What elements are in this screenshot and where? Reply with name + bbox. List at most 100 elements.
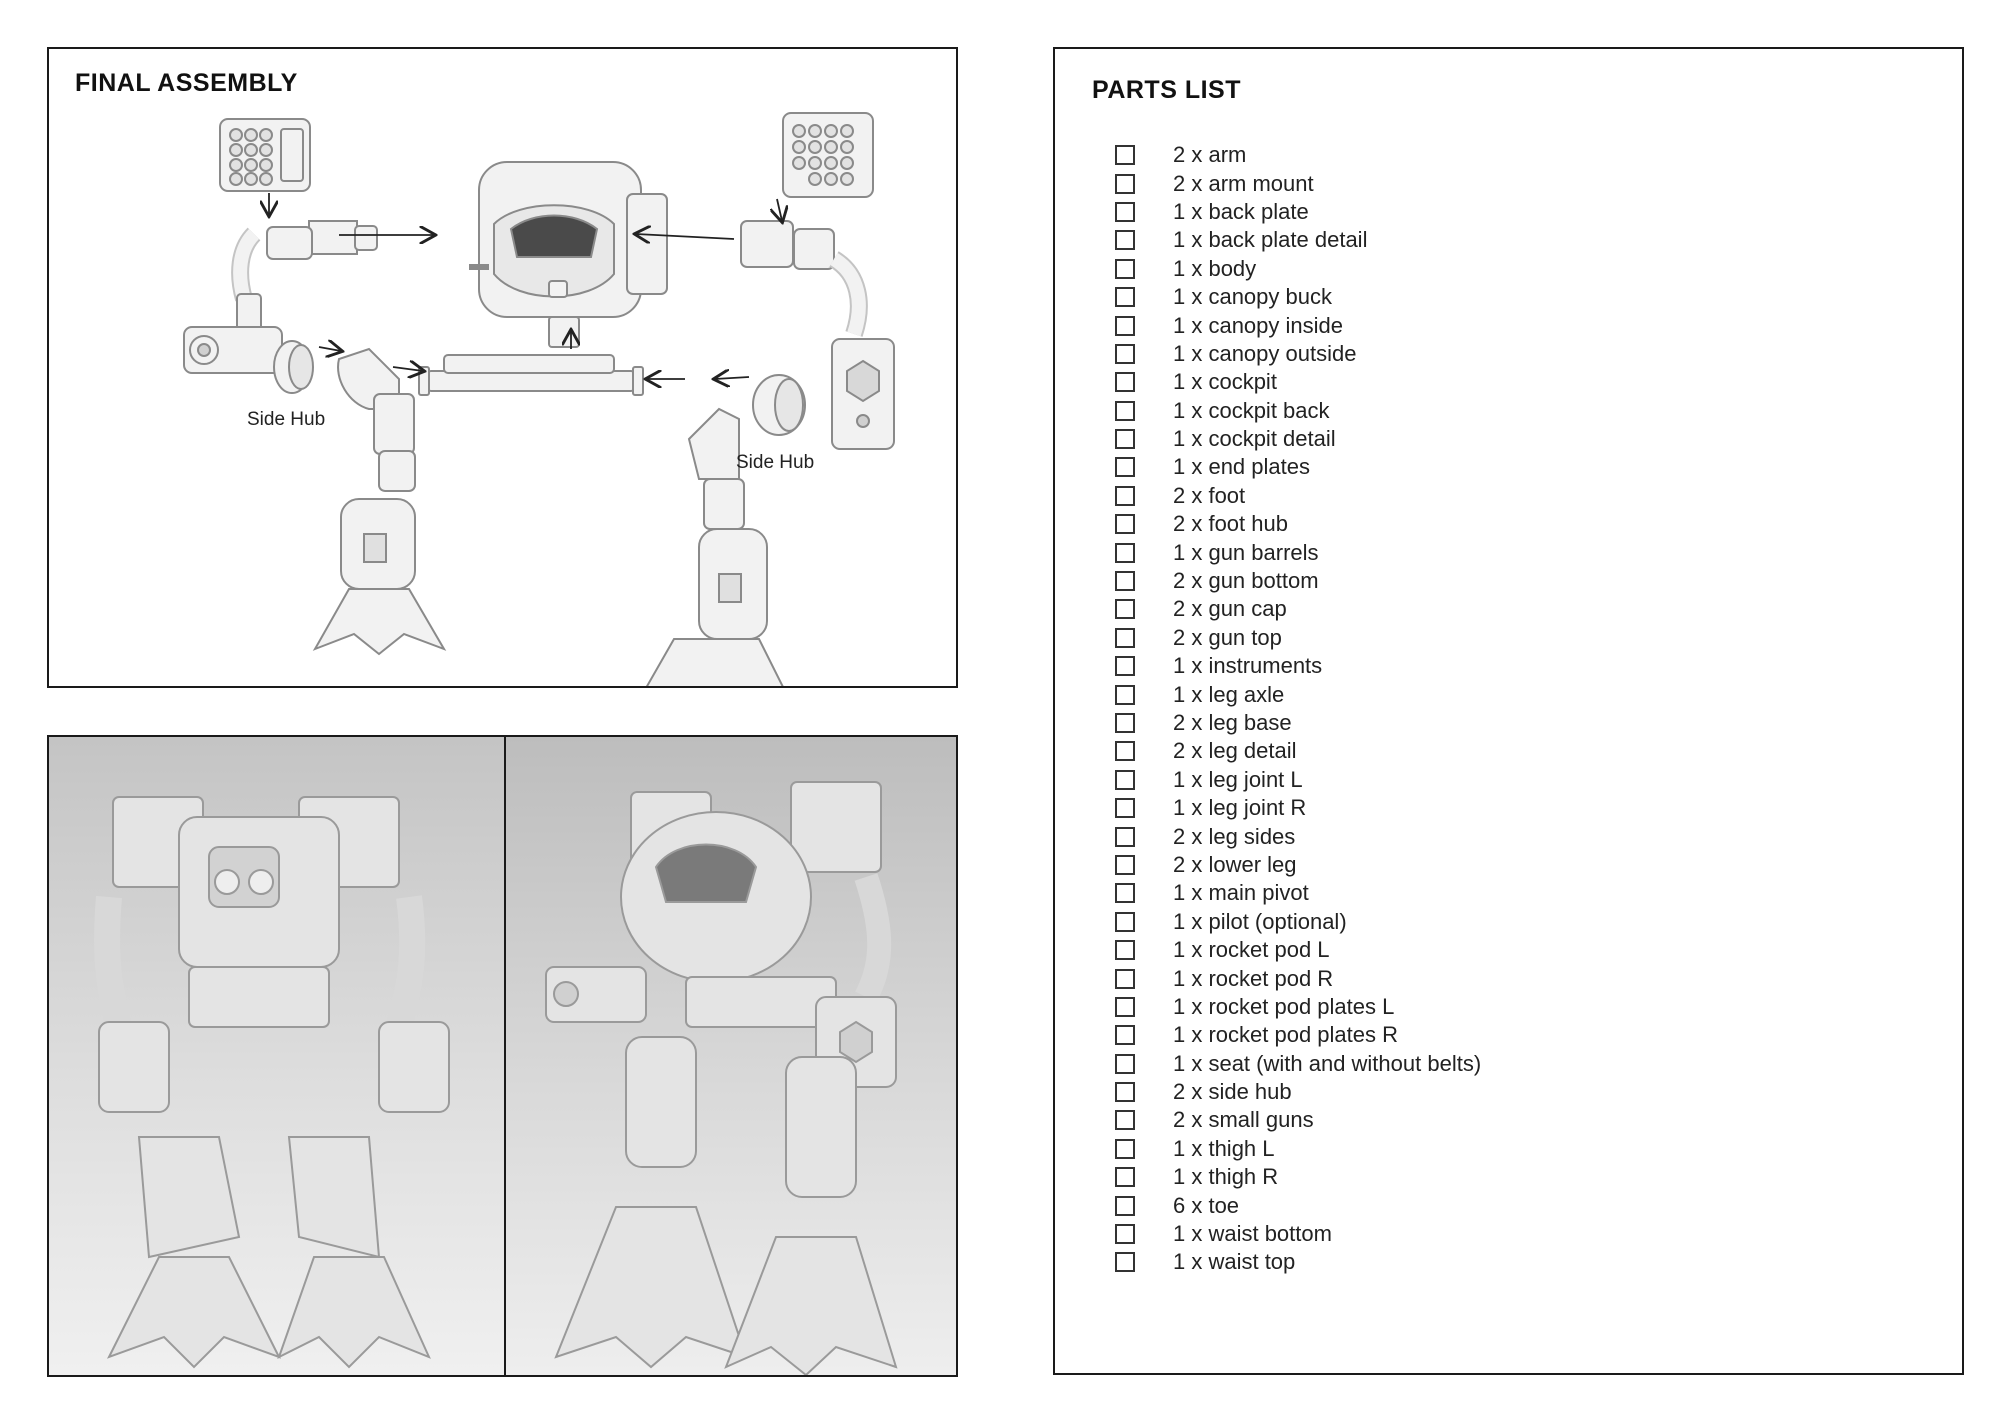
- list-item: 2 x small guns: [1115, 1106, 1481, 1134]
- list-item: 1 x end plates: [1115, 453, 1481, 481]
- part-checkbox[interactable]: [1115, 1195, 1135, 1216]
- part-checkbox[interactable]: [1115, 883, 1135, 904]
- list-item: 2 x foot hub: [1115, 510, 1481, 538]
- part-checkbox[interactable]: [1115, 287, 1135, 308]
- list-item: 2 x side hub: [1115, 1078, 1481, 1106]
- list-item: 1 x body: [1115, 255, 1481, 283]
- part-checkbox[interactable]: [1115, 741, 1135, 762]
- part-checkbox[interactable]: [1115, 542, 1135, 563]
- part-checkbox[interactable]: [1115, 1053, 1135, 1074]
- leg-left-part: [312, 347, 447, 656]
- part-label: 1 x leg axle: [1173, 681, 1285, 707]
- rocket-pod-right-part: [782, 112, 874, 198]
- part-label: 2 x leg sides: [1173, 823, 1296, 849]
- part-checkbox[interactable]: [1115, 514, 1135, 535]
- part-label: 1 x back plate detail: [1173, 227, 1368, 253]
- part-label: 1 x body: [1173, 255, 1257, 281]
- part-checkbox[interactable]: [1115, 1025, 1135, 1046]
- part-label: 1 x seat (with and without belts): [1173, 1050, 1482, 1076]
- part-label: 1 x rocket pod L: [1173, 937, 1330, 963]
- part-checkbox[interactable]: [1115, 315, 1135, 336]
- cockpit-body-part: [469, 161, 668, 348]
- part-label: 1 x rocket pod plates L: [1173, 993, 1395, 1019]
- list-item: 1 x main pivot: [1115, 879, 1481, 907]
- part-label: 1 x cockpit: [1173, 369, 1277, 395]
- part-label: 2 x lower leg: [1173, 851, 1297, 877]
- list-item: 1 x cockpit detail: [1115, 425, 1481, 453]
- arm-right-part: [740, 220, 895, 450]
- list-item: 1 x leg joint L: [1115, 766, 1481, 794]
- part-checkbox[interactable]: [1115, 798, 1135, 819]
- list-item: 1 x cockpit: [1115, 368, 1481, 396]
- arm-left-part: [183, 220, 378, 374]
- part-checkbox[interactable]: [1115, 769, 1135, 790]
- part-label: 1 x gun barrels: [1173, 539, 1319, 565]
- list-item: 1 x canopy buck: [1115, 283, 1481, 311]
- part-checkbox[interactable]: [1115, 854, 1135, 875]
- part-checkbox[interactable]: [1115, 656, 1135, 677]
- list-item: 2 x arm mount: [1115, 169, 1481, 197]
- list-item: 1 x back plate detail: [1115, 226, 1481, 254]
- part-label: 2 x foot: [1173, 482, 1246, 508]
- part-label: 1 x main pivot: [1173, 880, 1309, 906]
- list-item: 1 x pilot (optional): [1115, 908, 1481, 936]
- side-hub-label-right: Side Hub: [736, 452, 815, 473]
- part-checkbox[interactable]: [1115, 457, 1135, 478]
- part-checkbox[interactable]: [1115, 940, 1135, 961]
- part-checkbox[interactable]: [1115, 201, 1135, 222]
- part-checkbox[interactable]: [1115, 1224, 1135, 1245]
- arrow-left-hub: [318, 347, 341, 351]
- part-checkbox[interactable]: [1115, 571, 1135, 592]
- list-item: 2 x foot: [1115, 482, 1481, 510]
- list-item: 1 x rocket pod plates R: [1115, 1021, 1481, 1049]
- part-checkbox[interactable]: [1115, 968, 1135, 989]
- list-item: 1 x leg joint R: [1115, 794, 1481, 822]
- part-label: 1 x back plate: [1173, 198, 1309, 224]
- part-checkbox[interactable]: [1115, 1167, 1135, 1188]
- part-label: 1 x pilot (optional): [1173, 908, 1347, 934]
- part-checkbox[interactable]: [1115, 627, 1135, 648]
- part-checkbox[interactable]: [1115, 713, 1135, 733]
- list-item: 1 x rocket pod plates L: [1115, 993, 1481, 1021]
- list-item: 1 x instruments: [1115, 652, 1481, 680]
- part-checkbox[interactable]: [1115, 343, 1135, 364]
- part-checkbox[interactable]: [1115, 173, 1135, 194]
- part-checkbox[interactable]: [1115, 684, 1135, 705]
- part-label: 2 x leg base: [1173, 710, 1292, 735]
- list-item: 2 x arm: [1115, 141, 1481, 169]
- part-checkbox[interactable]: [1115, 996, 1135, 1017]
- part-checkbox[interactable]: [1115, 1110, 1135, 1131]
- part-checkbox[interactable]: [1115, 145, 1135, 166]
- arrow-leg-to-pivot: [392, 367, 423, 371]
- parts-list-panel: PARTS LIST 2 x arm 2 x arm mount 1 x bac…: [1053, 47, 1964, 1375]
- part-label: 2 x leg detail: [1173, 738, 1297, 764]
- part-checkbox[interactable]: [1115, 429, 1135, 450]
- part-checkbox[interactable]: [1115, 1082, 1135, 1103]
- part-checkbox[interactable]: [1115, 258, 1135, 279]
- render-photo-back-view: [49, 737, 504, 1375]
- part-checkbox[interactable]: [1115, 400, 1135, 421]
- parts-list: 2 x arm 2 x arm mount 1 x back plate 1 x…: [1115, 141, 1481, 1277]
- list-item: 2 x gun cap: [1115, 595, 1481, 623]
- part-checkbox[interactable]: [1115, 599, 1135, 620]
- side-hub-label-left: Side Hub: [247, 409, 326, 430]
- list-item: 1 x canopy inside: [1115, 311, 1481, 339]
- part-checkbox[interactable]: [1115, 485, 1135, 506]
- list-item: 1 x gun barrels: [1115, 538, 1481, 566]
- part-label: 2 x side hub: [1173, 1079, 1292, 1105]
- part-label: 2 x foot hub: [1173, 511, 1288, 537]
- list-item: 1 x leg axle: [1115, 680, 1481, 708]
- part-checkbox[interactable]: [1115, 372, 1135, 393]
- part-label: 6 x toe: [1173, 1192, 1240, 1218]
- list-item: 1 x rocket pod R: [1115, 964, 1481, 992]
- list-item: 1 x waist bottom: [1115, 1220, 1481, 1248]
- part-checkbox[interactable]: [1115, 826, 1135, 847]
- list-item: 1 x back plate: [1115, 198, 1481, 226]
- list-item: 1 x rocket pod L: [1115, 936, 1481, 964]
- arrow-right-arm-to-body: [636, 234, 735, 239]
- part-checkbox[interactable]: [1115, 1138, 1135, 1159]
- part-checkbox[interactable]: [1115, 1252, 1135, 1273]
- list-item: 1 x seat (with and without belts): [1115, 1050, 1481, 1078]
- part-checkbox[interactable]: [1115, 911, 1135, 932]
- part-checkbox[interactable]: [1115, 230, 1135, 251]
